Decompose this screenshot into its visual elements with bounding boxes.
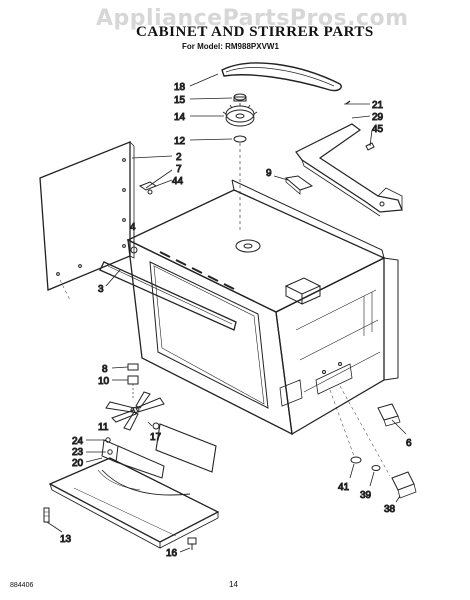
callout-39: 39 [360, 490, 372, 501]
part-door-seal [99, 261, 237, 331]
callout-45: 45 [372, 124, 384, 135]
part-cabinet [126, 179, 399, 436]
part-fan-bracket [97, 422, 217, 496]
watermark: AppliancePartsPros.com [96, 6, 409, 31]
part-seal-clip [130, 246, 138, 254]
callout-6: 6 [406, 438, 412, 449]
callout-24: 24 [72, 436, 84, 447]
page-number: 14 [229, 580, 238, 589]
part-fan-blade [105, 391, 165, 431]
part-nut-41 [350, 456, 362, 464]
callout-11: 11 [98, 422, 109, 433]
part-bottom-plate [48, 457, 220, 549]
callout-3: 3 [98, 284, 104, 295]
callout-41: 41 [338, 482, 350, 493]
part-bumper [284, 175, 314, 195]
part-washer [233, 135, 247, 143]
part-cap [233, 93, 247, 102]
model-subtitle: For Model: RM988PXVW1 [182, 42, 279, 51]
callout-9: 9 [266, 168, 272, 179]
callout-18: 18 [174, 82, 186, 93]
part-stirrer-cover [295, 100, 403, 217]
part-screw-13 [43, 507, 50, 523]
part-belt [221, 62, 342, 92]
callout-14: 14 [174, 112, 186, 123]
part-washer-39 [371, 465, 381, 471]
callout-44: 44 [172, 176, 184, 187]
callout-15: 15 [174, 95, 186, 106]
part-switch-38 [391, 471, 417, 499]
callout-10: 10 [98, 376, 110, 387]
callout-21: 21 [372, 100, 384, 111]
part-bushing [127, 363, 139, 398]
callout-20: 20 [72, 458, 84, 469]
callout-16: 16 [166, 548, 178, 559]
part-pulley [222, 103, 258, 127]
callout-13: 13 [60, 534, 72, 545]
part-latch [377, 403, 401, 427]
doc-code: 884406 [10, 582, 34, 589]
page-title: CABINET AND STIRRER PARTS [136, 24, 374, 40]
part-screw-16 [187, 537, 197, 550]
callout-23: 23 [72, 447, 84, 458]
callout-8: 8 [102, 364, 108, 375]
callout-12: 12 [174, 136, 186, 147]
callout-4: 4 [130, 222, 136, 233]
part-side-panel [39, 141, 135, 291]
callout-17: 17 [150, 432, 162, 443]
callout-7: 7 [176, 164, 182, 175]
callout-29: 29 [372, 112, 384, 123]
callout-2: 2 [176, 152, 182, 163]
part-clip [138, 181, 158, 195]
callout-38: 38 [384, 504, 396, 515]
